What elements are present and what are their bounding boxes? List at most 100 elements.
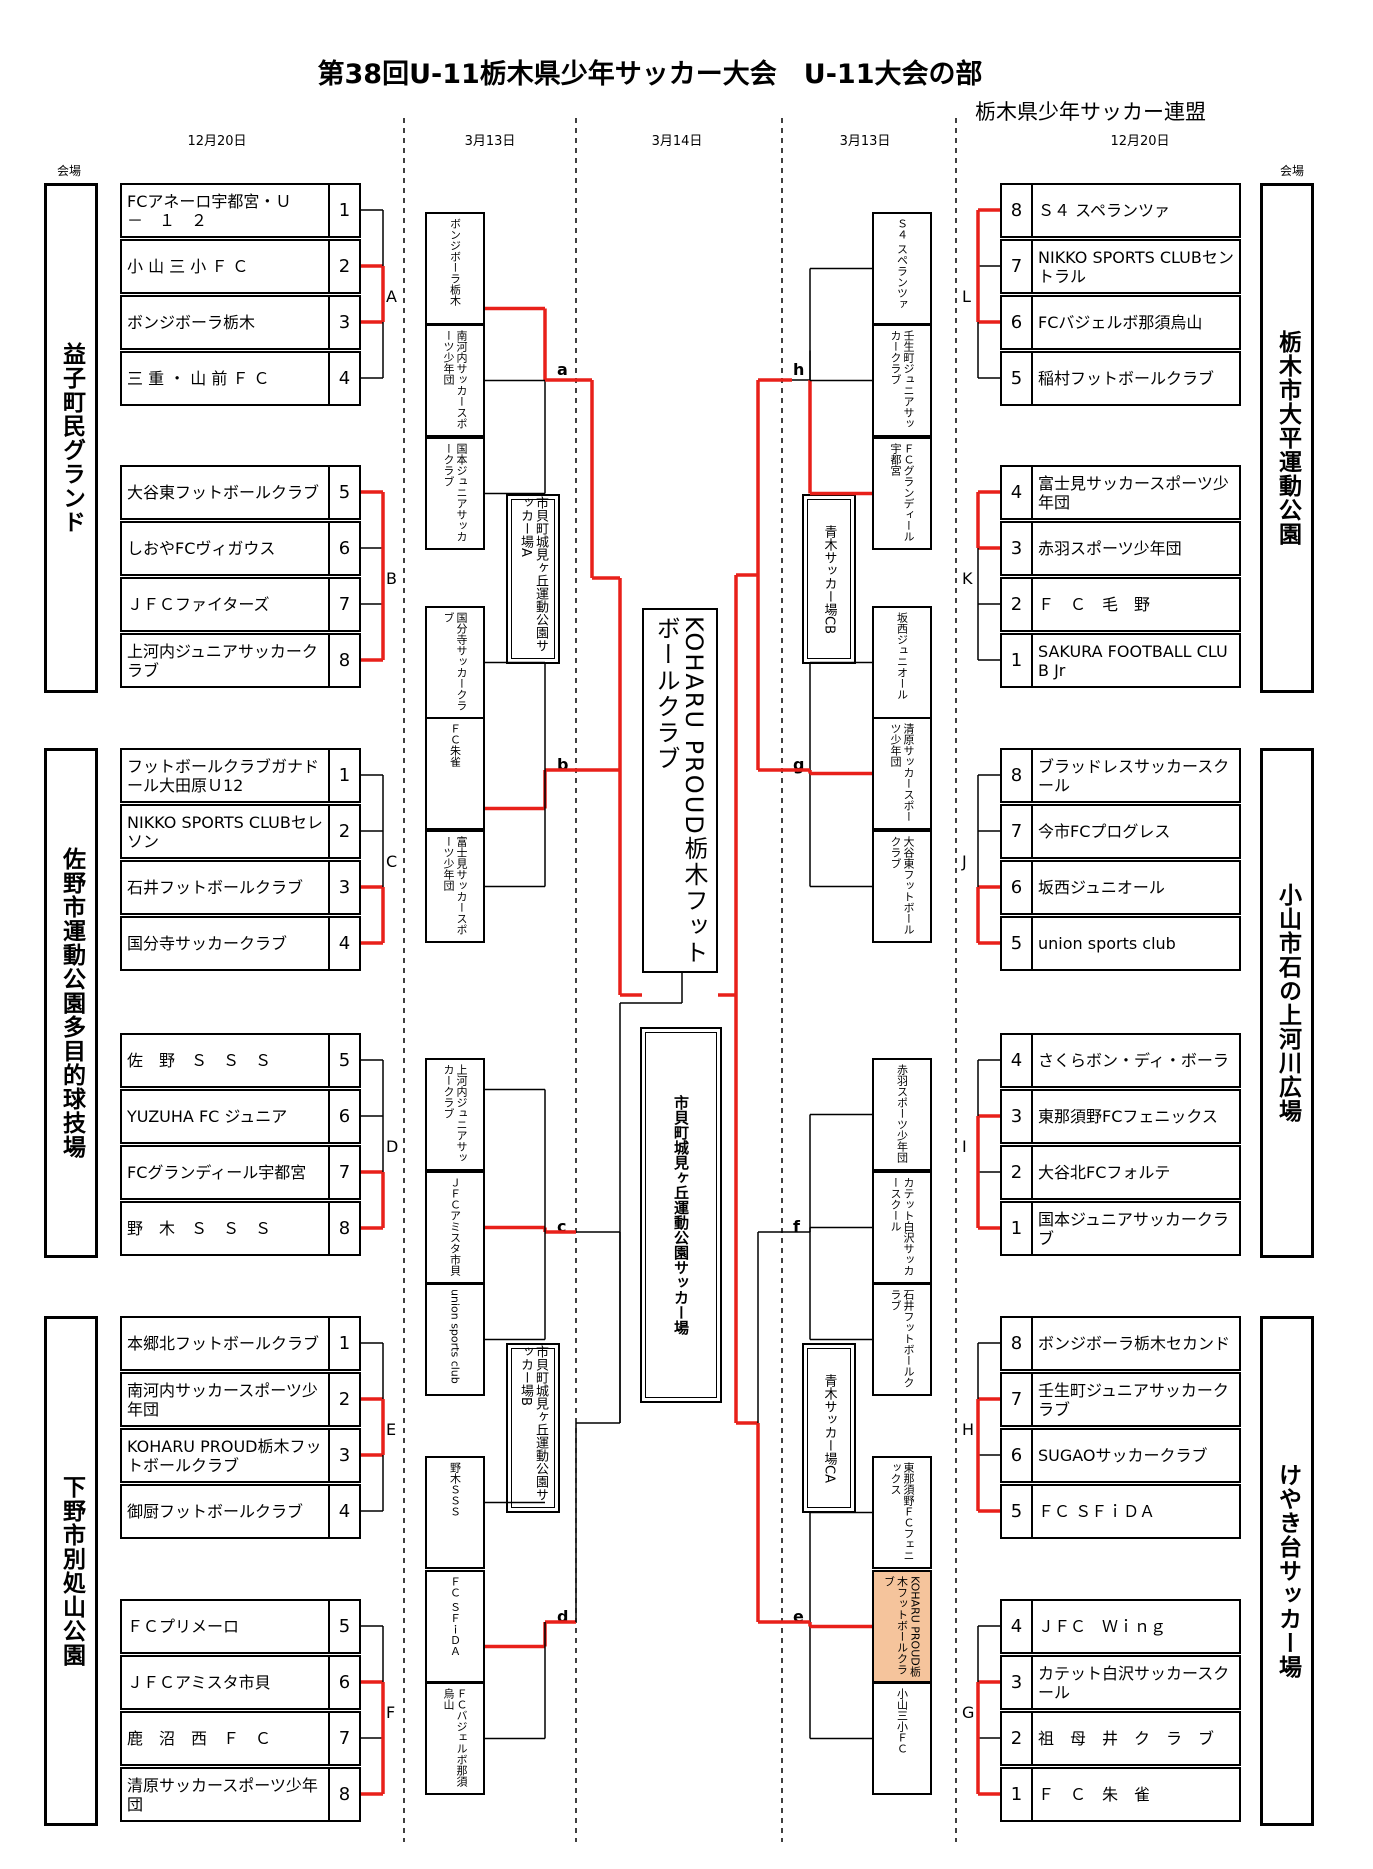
- team-seed: 1: [328, 1316, 361, 1371]
- group-label: K: [962, 569, 973, 588]
- date-round2-right: 3月13日: [839, 134, 891, 149]
- team-seed: 4: [328, 351, 361, 406]
- team-name: KOHARU PROUD栃木フットボールクラブ: [120, 1428, 330, 1483]
- field-name: 市貝町城見ヶ丘運動公園サッカー場B: [518, 1345, 548, 1501]
- group-label: H: [962, 1420, 975, 1439]
- team-name: フットボールクラブガナドール大田原Ｕ12: [120, 748, 330, 803]
- qualifier-name: 上河内ジュニアサッカークラブ: [442, 1064, 468, 1163]
- qualifier-box-left: ＦＣ朱雀: [425, 717, 485, 830]
- qualifier-box-left: union sports club: [425, 1283, 485, 1396]
- date-round2-left: 3月13日: [464, 134, 516, 149]
- qualifier-name: 南河内サッカースポーツ少年団: [442, 330, 468, 429]
- qualifier-box-right: 赤羽スポーツ少年団: [872, 1058, 932, 1171]
- team-name: 祖 母 井 ク ラ ブ: [1031, 1711, 1241, 1766]
- match-label: e: [793, 1607, 804, 1626]
- qualifier-name: ボンジボーラ栃木: [448, 218, 462, 306]
- qualifier-name: ＪＦＣアミスタ市貝: [448, 1177, 462, 1276]
- team-name: NIKKO SPORTS CLUBセントラル: [1031, 239, 1241, 294]
- qualifier-box-left: 野木ＳＳＳ: [425, 1456, 485, 1569]
- qualifier-name: ＦＣ ＳＦｉＤＡ: [448, 1576, 462, 1657]
- group-label: G: [962, 1703, 975, 1722]
- group-label: E: [386, 1420, 397, 1439]
- team-name: 東那須野FCフェニックス: [1031, 1089, 1241, 1144]
- field-name: 青木サッカー場CB: [821, 524, 837, 634]
- group-label: D: [386, 1137, 399, 1156]
- team-name: ボンジボーラ栃木セカンド: [1031, 1316, 1241, 1371]
- team-name: YUZUHA FC ジュニア: [120, 1089, 330, 1144]
- team-name: NIKKO SPORTS CLUBセレソン: [120, 804, 330, 859]
- team-seed: 2: [328, 804, 361, 859]
- team-name: Ｆ Ｃ 朱 雀: [1031, 1767, 1241, 1822]
- team-seed: 4: [328, 1484, 361, 1539]
- qualifier-box-left: 南河内サッカースポーツ少年団: [425, 324, 485, 437]
- match-label: a: [557, 360, 568, 379]
- field-box: 青木サッカー場CA: [802, 1343, 856, 1513]
- group-label: B: [386, 569, 397, 588]
- qualifier-box-right: 清原サッカースポーツ少年団: [872, 717, 932, 830]
- qualifier-name: Ｓ４ スペランツァ: [895, 218, 909, 310]
- venue-header-left: 会場: [57, 164, 82, 178]
- team-name: 鹿 沼 西 Ｆ Ｃ: [120, 1711, 330, 1766]
- team-name: 大谷北FCフォルテ: [1031, 1145, 1241, 1200]
- qualifier-name: 小山三小ＦＣ: [895, 1688, 909, 1754]
- field-box: 市貝町城見ヶ丘運動公園サッカー場B: [506, 1343, 560, 1513]
- match-label: h: [793, 360, 805, 379]
- team-seed: 5: [328, 1033, 361, 1088]
- qualifier-name: union sports club: [448, 1289, 462, 1384]
- qualifier-name: 石井フットボールクラブ: [889, 1289, 915, 1388]
- team-name: 坂西ジュニオール: [1031, 860, 1241, 915]
- field-box: 市貝町城見ヶ丘運動公園サッカー場A: [506, 494, 560, 664]
- venue-header-right: 会場: [1280, 164, 1305, 178]
- qualifier-name: 大谷東フットボールクラブ: [889, 836, 915, 935]
- team-name: 壬生町ジュニアサッカークラブ: [1031, 1372, 1241, 1427]
- qualifier-name: 東那須野ＦＣフェニックス: [889, 1462, 915, 1561]
- team-seed: 2: [328, 239, 361, 294]
- qualifier-box-right: 東那須野ＦＣフェニックス: [872, 1456, 932, 1569]
- page-title: 第38回U-11栃木県少年サッカー大会 U-11大会の部: [317, 59, 983, 90]
- team-seed: 3: [328, 1428, 361, 1483]
- venue-right-3: けやき台サッカー場: [1260, 1316, 1314, 1826]
- team-name: ＪＦＣ Ｗｉｎｇ: [1031, 1599, 1241, 1654]
- qualifier-box-right: 石井フットボールクラブ: [872, 1283, 932, 1396]
- field-box: 青木サッカー場CB: [802, 494, 856, 664]
- team-name: FCバジェルボ那須烏山: [1031, 295, 1241, 350]
- team-seed: 7: [328, 577, 361, 632]
- team-seed: 8: [328, 1201, 361, 1256]
- team-seed: 7: [328, 1145, 361, 1200]
- group-label: A: [386, 287, 397, 306]
- field-name: 青木サッカー場CA: [821, 1373, 837, 1483]
- qualifier-box-right: 壬生町ジュニアサッカークラブ: [872, 324, 932, 437]
- team-name: union sports club: [1031, 916, 1241, 971]
- team-name: 国本ジュニアサッカークラブ: [1031, 1201, 1241, 1256]
- date-final: 3月14日: [651, 134, 703, 149]
- qualifier-box-left: 国本ジュニアサッカークラブ: [425, 437, 485, 550]
- team-seed: 6: [328, 521, 361, 576]
- qualifier-name: 清原サッカースポーツ少年団: [889, 723, 915, 822]
- qualifier-box-right: KOHARU PROUD栃木フットボールクラブ: [872, 1570, 932, 1683]
- group-label: F: [386, 1703, 396, 1722]
- qualifier-box-right: 小山三小ＦＣ: [872, 1682, 932, 1795]
- team-name: 富士見サッカースポーツ少年団: [1031, 465, 1241, 520]
- team-seed: 3: [328, 860, 361, 915]
- team-name: ＦＣ ＳＦｉＤＡ: [1031, 1484, 1241, 1539]
- qualifier-name: 国本ジュニアサッカークラブ: [442, 443, 468, 542]
- group-label: J: [962, 852, 967, 871]
- champion-box: KOHARU PROUD栃木フットボールクラブ: [642, 608, 718, 973]
- date-round1-right: 12月20日: [1110, 134, 1170, 149]
- venue-left-2: 佐野市運動公園多目的球技場: [44, 748, 98, 1258]
- qualifier-name: KOHARU PROUD栃木フットボールクラブ: [882, 1576, 922, 1677]
- team-seed: 6: [328, 1089, 361, 1144]
- group-label: I: [962, 1137, 967, 1156]
- team-name: さくらボン・ディ・ボーラ: [1031, 1033, 1241, 1088]
- qualifier-name: カテット白沢サッカースクール: [889, 1177, 915, 1276]
- team-seed: 8: [328, 1767, 361, 1822]
- organizer: 栃木県少年サッカー連盟: [975, 100, 1206, 124]
- team-name: 南河内サッカースポーツ少年団: [120, 1372, 330, 1427]
- team-name: Ｓ４ スペランツァ: [1031, 183, 1241, 238]
- team-seed: 1: [328, 748, 361, 803]
- venue-right-2: 小山市石の上河川広場: [1260, 748, 1314, 1258]
- venue-left-1: 益子町民グランド: [44, 183, 98, 693]
- team-seed: 5: [328, 1599, 361, 1654]
- team-seed: 8: [328, 633, 361, 688]
